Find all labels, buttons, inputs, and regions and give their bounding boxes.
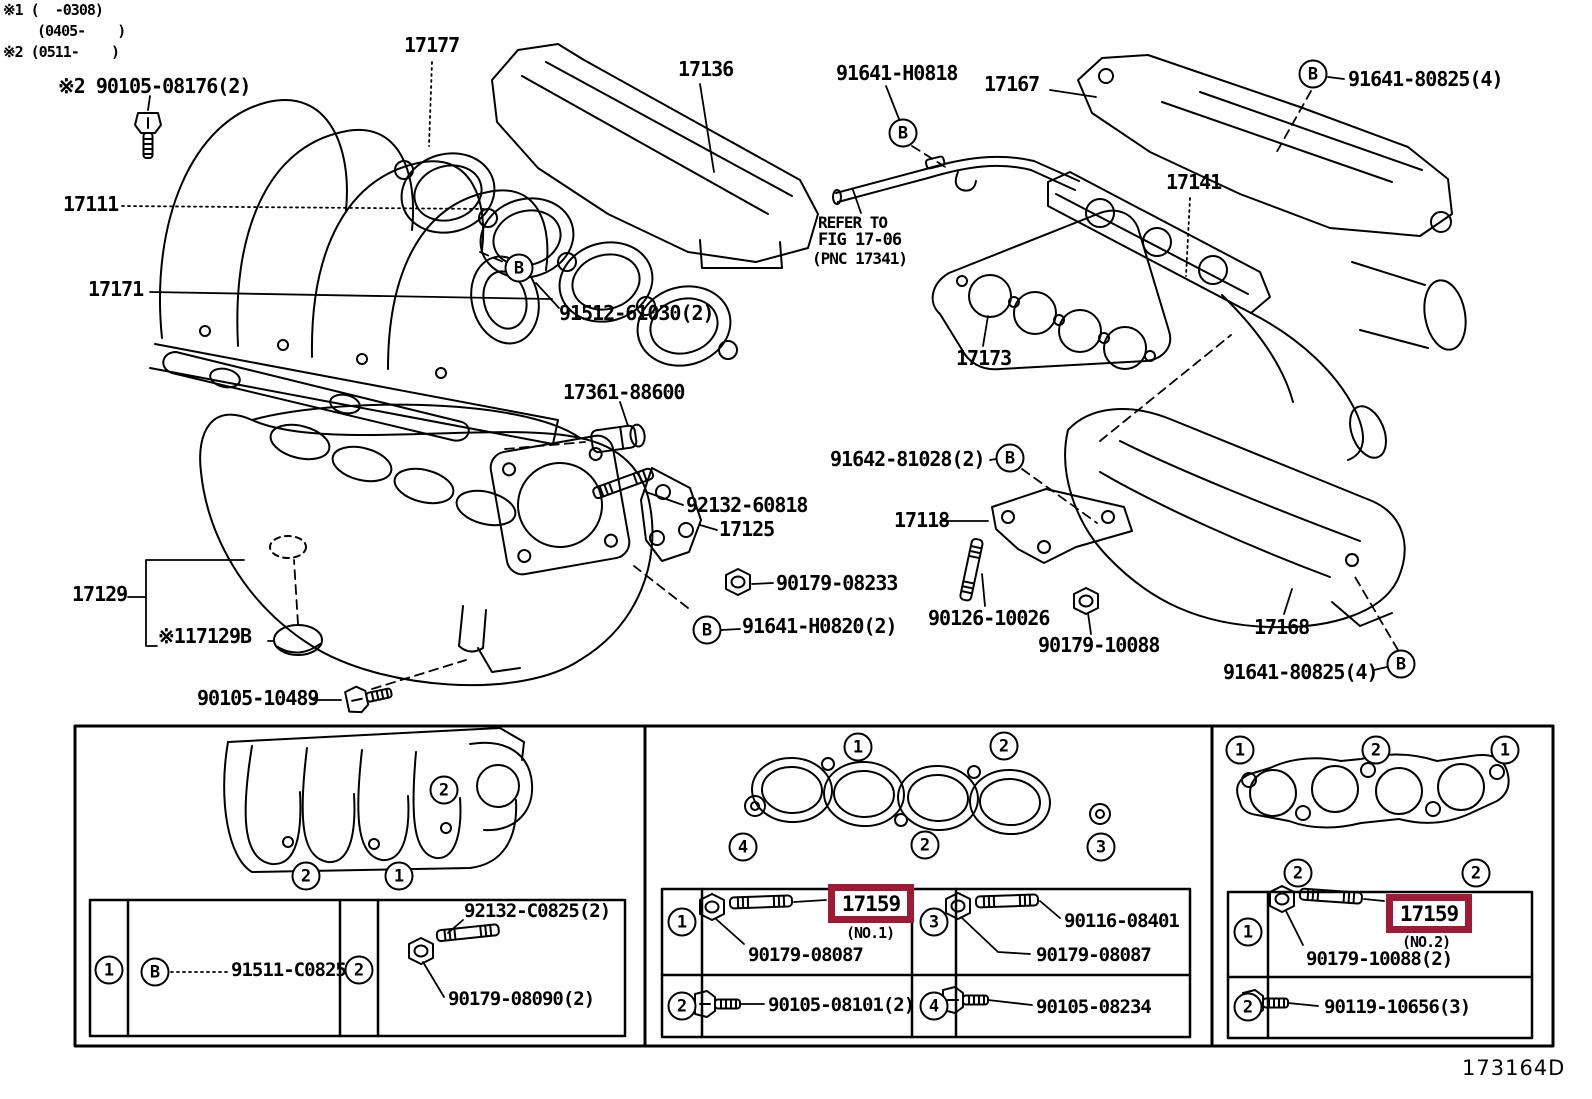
callout-right-bottom-2: 2 [1461, 858, 1491, 888]
part-label-91511-C0825: 91511-C0825 [231, 959, 347, 981]
note-production-range-2: (0405- ) [37, 22, 126, 40]
heat-insulator-17167-art [1077, 54, 1453, 237]
part-label-17168: 17168 [1254, 615, 1310, 639]
panel-left-manifold-art [223, 727, 534, 873]
callout-mid-bottom-4: 4 [728, 832, 758, 862]
note-production-range-1: ※1 ( -0308) [3, 1, 104, 19]
part-label-17177: 17177 [404, 33, 460, 57]
gasket-17171-art [162, 351, 470, 442]
heat-insulator-17168-art [1064, 408, 1406, 629]
part-label-17129: 17129 [72, 582, 128, 606]
panel-middle-gasket-art [744, 756, 1111, 836]
highlighted-part-17159-no2[interactable]: 17159 [1386, 894, 1472, 933]
part-label-92132-C0825: 92132-C0825(2) [464, 900, 611, 922]
callout-right-top-2: 2 [1361, 735, 1391, 765]
dashed-lines [293, 90, 1399, 690]
surge-tank-17129-art [199, 403, 654, 687]
callout-left-bottom-2: 2 [291, 861, 321, 891]
part-label-17167: 17167 [984, 72, 1040, 96]
part-label-90179-08087-b: 90179-08087 [1036, 944, 1152, 966]
part-label-90179-10088: 90179-10088 [1038, 633, 1160, 657]
intake-manifold-17111-art [149, 99, 559, 445]
ref-b-marker-h0818: B [888, 118, 918, 148]
table-mid-cell4-num: 4 [919, 991, 949, 1021]
panel-borders [73, 724, 1555, 1048]
ref-b-marker-80825-bottom: B [1386, 649, 1416, 679]
part-label-91641-80825-bottom: 91641-80825(4) [1223, 660, 1379, 684]
table-cell-icons [170, 885, 1385, 1018]
table-right-cell1-num: 1 [1233, 917, 1263, 947]
callout-mid-bottom-2: 2 [910, 830, 940, 860]
table-left-row2-num: 2 [344, 955, 374, 985]
table-mid-cell3-num: 3 [919, 907, 949, 937]
part-label-90105-08101: 90105-08101(2) [768, 994, 915, 1016]
panel-right-gasket-art [1236, 753, 1510, 829]
heat-insulator-17136-art [491, 43, 819, 269]
part-label-90179-08090: 90179-08090(2) [448, 988, 595, 1010]
table-mid-cell1-num: 1 [667, 907, 697, 937]
part-note-no1: (NO.1) [846, 924, 895, 942]
part-note-no2: (NO.2) [1402, 933, 1451, 951]
part-label-90179-10088-2: 90179-10088(2) [1306, 948, 1453, 970]
bracket-17118-art [991, 488, 1133, 564]
part-label-91512-61030: 91512-61030(2) [559, 301, 715, 325]
part-label-90119-10656: 90119-10656(3) [1324, 996, 1471, 1018]
part-label-17141: 17141 [1166, 170, 1222, 194]
leader-lines [121, 61, 1388, 701]
ref-b-marker-h0820: B [692, 615, 722, 645]
table-right-cell2-num: 2 [1233, 992, 1263, 1022]
part-label-92132-60818: 92132-60818 [686, 493, 808, 517]
part-label-17129B: ※117129B [158, 624, 252, 648]
ref-b-marker-91512: B [504, 253, 534, 283]
refer-note-line2: FIG 17-06 [818, 230, 902, 250]
part-label-17118: 17118 [894, 508, 950, 532]
callout-mid-top-1: 1 [843, 732, 873, 762]
ref-b-marker-81028: B [995, 443, 1025, 473]
part-label-90126-10026: 90126-10026 [928, 606, 1050, 630]
note-production-range-3: ※2 (0511- ) [3, 43, 120, 61]
part-label-90116-08401: 90116-08401 [1064, 910, 1180, 932]
gasket-17173-art [931, 209, 1172, 371]
throttle-flange-art [489, 434, 631, 576]
part-label-91641-H0820: 91641-H0820(2) [742, 614, 898, 638]
part-label-90105-08234: 90105-08234 [1036, 996, 1152, 1018]
part-label-90179-08087-a: 90179-08087 [748, 944, 864, 966]
callout-right-top-3: 1 [1490, 735, 1520, 765]
callout-left-bottom-1: 1 [384, 861, 414, 891]
callout-right-bottom-1: 2 [1283, 858, 1313, 888]
exhaust-manifold-17141-art [1047, 171, 1467, 461]
highlighted-part-17159-no1[interactable]: 17159 [828, 884, 914, 923]
part-label-17171: 17171 [88, 277, 144, 301]
callout-right-top-1: 1 [1225, 735, 1255, 765]
part-label-91641-80825-top: 91641-80825(4) [1348, 67, 1504, 91]
callout-mid-bottom-3: 3 [1086, 832, 1116, 862]
bracket-17125-art [640, 467, 702, 562]
refer-note-line1: REFER TO [818, 213, 888, 232]
table-mid-cell2-num: 2 [667, 991, 697, 1021]
ref-b-marker-80825-top: B [1298, 59, 1328, 89]
part-label-91642-81028: 91642-81028(2) [830, 447, 986, 471]
ref-b-marker-91511: B [140, 957, 170, 987]
fuel-pipe-art [832, 155, 1080, 205]
part-label-17136: 17136 [678, 57, 734, 81]
callout-left-flange: 2 [429, 775, 459, 805]
part-label-17173: 17173 [956, 346, 1012, 370]
part-label-90105-10489: 90105-10489 [197, 686, 319, 710]
table-left-row1-num: 1 [94, 955, 124, 985]
part-label-17361-88600: 17361-88600 [563, 380, 685, 404]
gasket-17177-art [394, 152, 738, 367]
figure-code: 173164D [1462, 1056, 1566, 1080]
part-label-91641-H0818: 91641-H0818 [836, 61, 958, 85]
refer-note-line3: (PNC 17341) [812, 249, 908, 268]
sensor-17361-art [590, 423, 646, 454]
part-label-90105-08176: ※2 90105-08176(2) [58, 74, 251, 98]
part-label-17125: 17125 [719, 517, 775, 541]
callout-mid-top-2: 2 [989, 731, 1019, 761]
part-label-17111: 17111 [63, 192, 119, 216]
part-label-90179-08233: 90179-08233 [776, 571, 898, 595]
